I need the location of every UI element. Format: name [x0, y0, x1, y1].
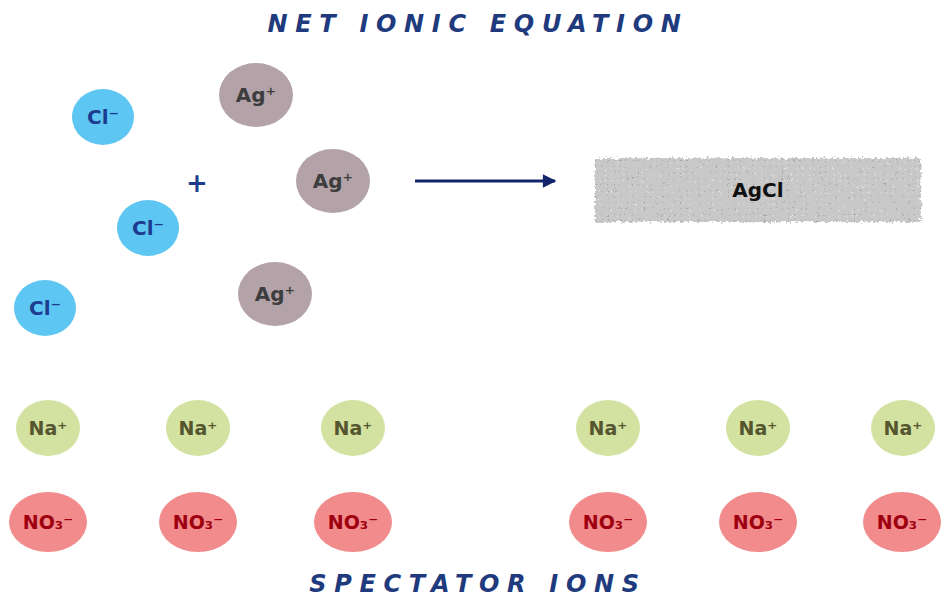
ion-disc [219, 63, 293, 127]
ion-label: Na⁺ [884, 417, 923, 439]
ion-disc [296, 149, 370, 213]
ion-disc [16, 400, 80, 456]
ion-label: Cl⁻ [87, 105, 119, 129]
plus-sign: + [186, 168, 208, 198]
ion-label: Ag⁺ [236, 83, 276, 107]
sodium-ion: Na⁺ [15, 399, 81, 457]
ion-disc [863, 492, 941, 552]
ion-label: NO₃⁻ [583, 511, 633, 533]
ion-disc [9, 492, 87, 552]
silver-ion: Ag⁺ [218, 62, 294, 128]
ion-label: NO₃⁻ [877, 511, 927, 533]
ion-disc [726, 400, 790, 456]
ion-label: Na⁺ [334, 417, 373, 439]
ion-label: NO₃⁻ [173, 511, 223, 533]
ion-label: Cl⁻ [29, 296, 61, 320]
ion-label: NO₃⁻ [733, 511, 783, 533]
nitrate-ion: NO₃⁻ [8, 491, 88, 553]
nitrate-ion: NO₃⁻ [158, 491, 238, 553]
silver-ion: Ag⁺ [295, 148, 371, 214]
ion-label: Ag⁺ [255, 282, 295, 306]
chloride-ion: Cl⁻ [116, 199, 180, 257]
ion-label: Na⁺ [589, 417, 628, 439]
nitrate-ion: NO₃⁻ [862, 491, 942, 553]
caption: SPECTATOR IONS [309, 570, 647, 598]
sodium-ion: Na⁺ [870, 399, 936, 457]
ion-disc [719, 492, 797, 552]
precipitate-box: AgCl [595, 158, 921, 222]
sodium-ion: Na⁺ [725, 399, 791, 457]
ion-label: AgCl [732, 178, 783, 202]
ion-label: NO₃⁻ [23, 511, 73, 533]
ion-disc [321, 400, 385, 456]
nitrate-ion: NO₃⁻ [568, 491, 648, 553]
chloride-ion: Cl⁻ [71, 88, 135, 146]
ion-disc [238, 262, 312, 326]
sodium-ion: Na⁺ [575, 399, 641, 457]
ion-label: Cl⁻ [132, 216, 164, 240]
ion-label: NO₃⁻ [328, 511, 378, 533]
ion-label: Ag⁺ [313, 169, 353, 193]
ion-disc [871, 400, 935, 456]
reaction-arrow [415, 180, 555, 183]
ion-disc [569, 492, 647, 552]
sodium-ion: Na⁺ [320, 399, 386, 457]
silver-ion: Ag⁺ [237, 261, 313, 327]
ion-disc [72, 89, 134, 145]
ion-label: Na⁺ [29, 417, 68, 439]
ion-label: Na⁺ [179, 417, 218, 439]
ion-disc [159, 492, 237, 552]
ion-disc [14, 280, 76, 336]
ion-label: Na⁺ [739, 417, 778, 439]
sodium-ion: Na⁺ [165, 399, 231, 457]
title: NET IONIC EQUATION [267, 10, 688, 38]
nitrate-ion: NO₃⁻ [718, 491, 798, 553]
chloride-ion: Cl⁻ [13, 279, 77, 337]
ion-disc [576, 400, 640, 456]
precipitate-fill [595, 158, 921, 222]
nitrate-ion: NO₃⁻ [313, 491, 393, 553]
ion-disc [314, 492, 392, 552]
ion-disc [166, 400, 230, 456]
ion-disc [117, 200, 179, 256]
